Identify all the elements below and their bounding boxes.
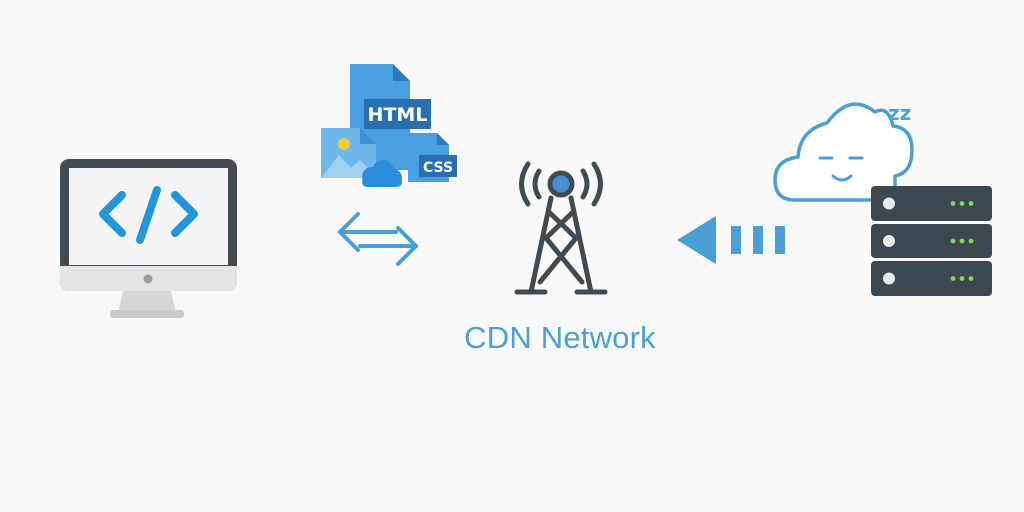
css-file-icon: CSS (408, 133, 457, 182)
cell-tower-icon (514, 161, 608, 295)
server-rack-icon (871, 186, 992, 296)
cloud-icon (362, 160, 402, 187)
sleeping-cloud-icon: zz (773, 101, 914, 202)
web-files-group: HTML CSS (321, 64, 457, 187)
bidirectional-arrows-icon (338, 212, 418, 266)
css-file-label: CSS (423, 160, 453, 176)
snore-text: zz (888, 101, 911, 125)
computer-monitor-icon (60, 159, 237, 318)
server-unit (871, 261, 992, 296)
server-unit (871, 224, 992, 258)
html-file-label: HTML (368, 104, 428, 126)
image-file-icon (321, 128, 376, 178)
server-unit (871, 186, 992, 221)
cdn-network-label: CDN Network (464, 320, 656, 355)
code-icon (99, 186, 198, 244)
left-arrow-icon (677, 216, 785, 264)
